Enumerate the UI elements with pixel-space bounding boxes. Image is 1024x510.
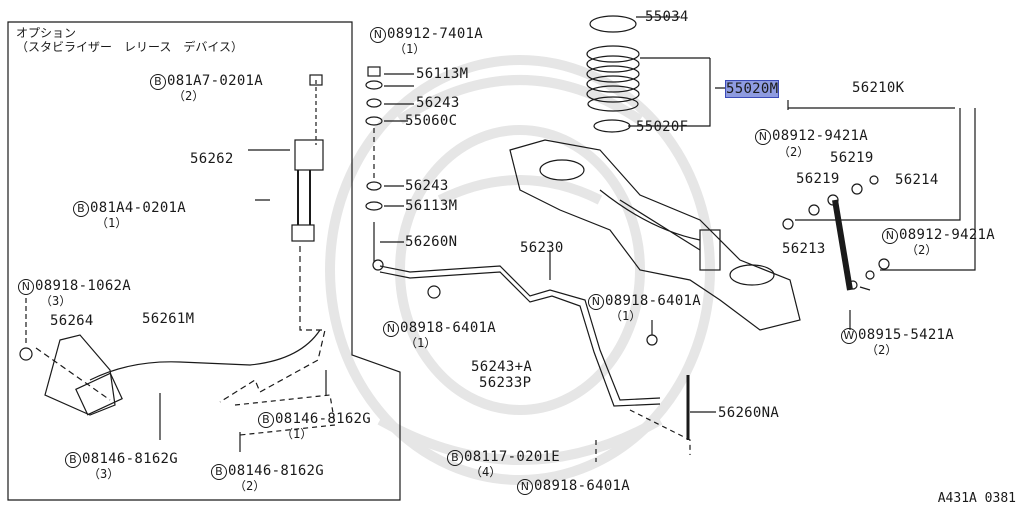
nut-marker-icon: N <box>18 279 34 295</box>
part-number: 08146-8162G <box>275 411 372 427</box>
nut-marker-icon: N <box>370 27 386 43</box>
quantity: （1） <box>610 309 642 323</box>
link-bushing-stack <box>365 66 414 271</box>
shock-absorber <box>782 100 976 330</box>
bolt-marker-icon: B <box>211 464 227 480</box>
nut-marker-icon: N <box>588 294 604 310</box>
quantity: （2） <box>866 343 898 357</box>
quantity: （1） <box>281 427 313 441</box>
callout-55020m-highlighted[interactable]: 55020M <box>724 80 780 98</box>
callout-56261m[interactable]: 56261M <box>142 311 195 327</box>
bolt-marker-icon: B <box>150 74 166 90</box>
callout-56214[interactable]: 56214 <box>895 172 939 188</box>
part-number: 08146-8162G <box>82 451 179 467</box>
quantity: （2） <box>234 479 266 493</box>
figure-reference: A431A 0381 <box>937 491 1016 506</box>
rear-axle-housing <box>509 139 801 331</box>
release-device-assembly <box>19 74 336 452</box>
callout-55020f[interactable]: 55020F <box>636 119 689 135</box>
part-number: 08912-7401A <box>387 26 484 42</box>
callout-56113m-mid[interactable]: 56113M <box>405 198 458 214</box>
part-number: 08918-6401A <box>534 478 631 494</box>
part-number: 08146-8162G <box>228 463 325 479</box>
part-number: 08918-1062A <box>35 278 132 294</box>
part-number: 08915-5421A <box>858 327 955 343</box>
callout-56262[interactable]: 56262 <box>190 151 234 167</box>
bolt-marker-icon: B <box>258 412 274 428</box>
part-number: 08912-9421A <box>772 128 869 144</box>
quantity: （1） <box>405 336 437 350</box>
option-subtitle: （スタビライザー レリース デバイス） <box>16 40 244 54</box>
quantity: （1） <box>96 216 128 230</box>
option-box-frame <box>7 21 401 501</box>
callout-56219-a[interactable]: 56219 <box>830 150 874 166</box>
callout-56264[interactable]: 56264 <box>50 313 94 329</box>
bolt-marker-icon: B <box>65 452 81 468</box>
quantity: （2） <box>778 145 810 159</box>
callout-56230[interactable]: 56230 <box>520 240 564 256</box>
part-number: 081A7-0201A <box>167 73 264 89</box>
nut-marker-icon: N <box>755 129 771 145</box>
quantity: （2） <box>173 89 205 103</box>
quantity: （4） <box>470 465 502 479</box>
nut-marker-icon: N <box>517 479 533 495</box>
callout-56260n[interactable]: 56260N <box>405 234 458 250</box>
part-number: 08912-9421A <box>899 227 996 243</box>
quantity: （3） <box>40 294 72 308</box>
callout-56243-plus-a[interactable]: 56243+A <box>471 359 533 375</box>
callout-56213[interactable]: 56213 <box>782 241 826 257</box>
callout-56113m-top[interactable]: 56113M <box>416 66 469 82</box>
callout-56243-top[interactable]: 56243 <box>416 95 460 111</box>
quantity: （2） <box>906 243 938 257</box>
callout-56233p[interactable]: 56233P <box>479 375 532 391</box>
option-title: オプション <box>16 26 77 40</box>
nut-marker-icon: N <box>383 321 399 337</box>
callout-56210k[interactable]: 56210K <box>852 80 905 96</box>
quantity: （1） <box>394 42 426 56</box>
nut-marker-icon: N <box>882 228 898 244</box>
callout-56243-mid[interactable]: 56243 <box>405 178 449 194</box>
part-number: 081A4-0201A <box>90 200 187 216</box>
bolt-marker-icon: B <box>447 450 463 466</box>
part-number: 08117-0201E <box>464 449 561 465</box>
part-number: 08918-6401A <box>605 293 702 309</box>
callout-55034[interactable]: 55034 <box>645 9 689 25</box>
stabilizer-bar <box>379 250 661 407</box>
washer-marker-icon: W <box>841 328 857 344</box>
callout-55060c[interactable]: 55060C <box>405 113 458 129</box>
callout-56219-b[interactable]: 56219 <box>796 171 840 187</box>
callout-56260na[interactable]: 56260NA <box>718 405 780 421</box>
bolt-marker-icon: B <box>73 201 89 217</box>
part-number: 08918-6401A <box>400 320 497 336</box>
quantity: （3） <box>88 467 120 481</box>
